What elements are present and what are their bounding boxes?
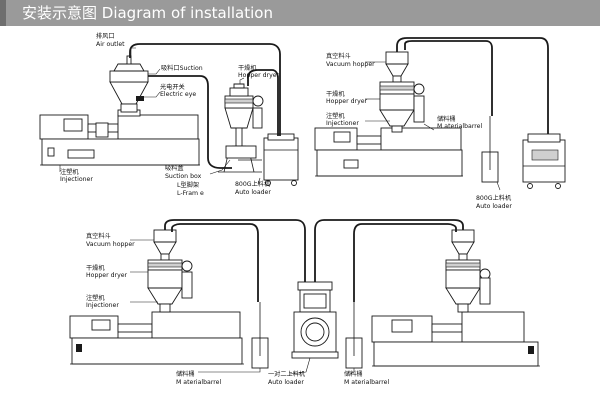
material-barrel-left	[251, 302, 269, 369]
label-injectioner-en: Injectioner	[60, 176, 93, 183]
label-material-barrel-right-cn: 储料桶	[344, 370, 363, 378]
label-material-barrel-left-en: M aterialbarrel	[176, 379, 221, 386]
leaders-top-left	[59, 47, 261, 185]
label-suction-box-cn: 吸料盒	[165, 164, 184, 172]
label-suction: 吸料口Suction	[161, 64, 203, 72]
label-vacuum-hopper-cn: 真空料斗	[86, 232, 111, 240]
label-injectioner-en: Injectioner	[86, 302, 119, 309]
vacuum-hopper-right	[451, 229, 475, 261]
injection-machine	[39, 114, 200, 166]
vacuum-hopper	[385, 51, 409, 83]
label-hopper-dryer-en: Hopper dryer	[238, 72, 280, 79]
conveying-tubes-bottom	[164, 219, 464, 302]
label-vacuum-hopper-en: Vacuum hopper	[326, 61, 375, 68]
hopper-dryer-right	[445, 259, 491, 313]
auto-loader-800g	[522, 133, 566, 189]
label-air-outlet-en: Air outlet	[96, 41, 125, 48]
conveying-tubes-top-left	[129, 43, 281, 169]
label-suction-box-en: Suction box	[165, 173, 202, 180]
label-vacuum-hopper-en: Vacuum hopper	[86, 241, 135, 248]
injection-machine-left	[69, 311, 244, 365]
label-hopper-dryer-cn: 干燥机	[326, 90, 345, 98]
system-top-left: 排风口 Air outlet 吸料口Suction 光电开关 Electric …	[39, 32, 299, 197]
leaders-bottom	[130, 239, 355, 375]
label-injectioner-cn: 注塑机	[60, 168, 79, 176]
injection-machine	[314, 127, 463, 177]
label-auto-loader-cn: 一对二上料机	[268, 370, 306, 378]
label-hopper-dryer-en: Hopper dryer	[86, 272, 128, 279]
auto-loader-800g	[263, 133, 299, 186]
material-barrel	[481, 116, 499, 183]
hopper-dryer-left	[147, 259, 193, 313]
label-hopper-dryer-cn: 干燥机	[86, 264, 105, 272]
label-l-frame-en: L-Fram e	[177, 190, 204, 197]
label-suction-en: Suction	[180, 65, 203, 72]
auto-loader-one-to-two	[291, 281, 339, 359]
leaders-top-right	[365, 61, 501, 191]
suction-box-l-frame	[218, 145, 262, 173]
injection-machine-right	[371, 311, 540, 367]
label-air-outlet-cn: 排风口	[96, 32, 115, 40]
hopper-dryer	[223, 83, 264, 173]
system-bottom: 真空料斗 Vacuum hopper 干燥机 Hopper dryer 注塑机 …	[69, 219, 540, 386]
conveying-tubes-top-right	[396, 37, 549, 134]
label-auto-loader-cn: 800G上料机	[235, 180, 271, 188]
label-hopper-dryer-en: Hopper dryer	[326, 98, 368, 105]
label-material-barrel-left-cn: 储料桶	[176, 370, 195, 378]
label-auto-loader-en: Auto loader	[268, 379, 304, 386]
label-auto-loader-en: Auto loader	[235, 189, 271, 196]
label-injectioner-cn: 注塑机	[326, 112, 345, 120]
title-accent-strip	[0, 0, 6, 26]
hopper-dryer	[379, 81, 425, 133]
installation-diagram: 排风口 Air outlet 吸料口Suction 光电开关 Electric …	[39, 32, 566, 386]
label-auto-loader-en: Auto loader	[476, 203, 512, 210]
feed-hopper	[109, 55, 149, 117]
title-bar: 安装示意图 Diagram of installation	[0, 0, 600, 26]
label-vacuum-hopper-cn: 真空料斗	[326, 52, 351, 60]
label-material-barrel-cn: 储料桶	[437, 115, 456, 123]
label-injectioner-en: Injectioner	[326, 120, 359, 127]
label-suction-cn: 吸料口	[161, 64, 180, 72]
label-l-frame-cn: L型脚架	[177, 181, 199, 189]
page-title: 安装示意图 Diagram of installation	[22, 4, 273, 22]
label-material-barrel-en: M aterialbarrel	[437, 123, 482, 130]
label-auto-loader-cn: 800G上料机	[476, 194, 512, 202]
label-material-barrel-right-en: M aterialbarrel	[344, 379, 389, 386]
vacuum-hopper-left	[153, 229, 177, 261]
material-barrel-right	[345, 302, 363, 369]
label-electric-eye-cn: 光电开关	[160, 83, 185, 91]
label-electric-eye-en: Electric eye	[160, 91, 196, 98]
label-hopper-dryer-cn: 干燥机	[238, 64, 257, 72]
label-injectioner-cn: 注塑机	[86, 294, 105, 302]
system-top-right: 真空料斗 Vacuum hopper 干燥机 Hopper dryer 注塑机 …	[314, 37, 566, 210]
